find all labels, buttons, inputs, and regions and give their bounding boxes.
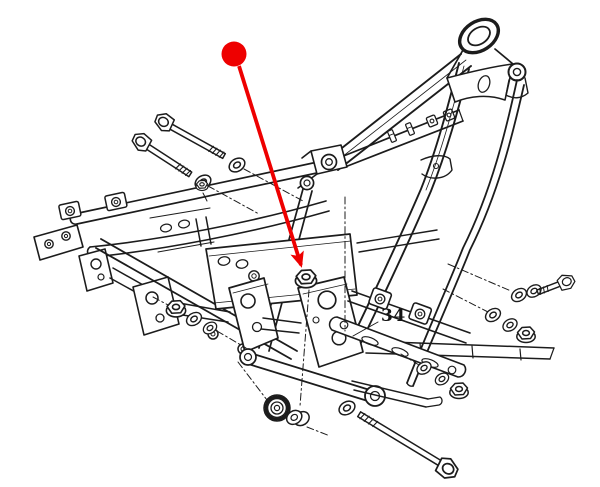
pivot-tube: [239, 348, 386, 407]
nut-right: [516, 326, 536, 344]
lock-washer-right: [508, 285, 530, 305]
small-stud: [195, 179, 209, 192]
down-tube: [345, 62, 470, 354]
part-label-leader: [352, 321, 379, 337]
long-bolt-bottom: [356, 411, 463, 484]
seat-rails: [33, 108, 464, 261]
washer-long-bolt-bottom: [335, 397, 359, 419]
red-dot-marker: [221, 41, 247, 67]
red-arrow: [237, 65, 304, 268]
annotation-overlay: [221, 41, 304, 268]
washer-upper-1: [225, 154, 249, 176]
target-nut: [294, 269, 318, 289]
head-tube: [446, 17, 529, 103]
washer-right-3: [499, 315, 521, 335]
part-number-label: 34: [381, 306, 406, 326]
spacer-bushing: [285, 409, 310, 427]
long-bolt-upper-1: [151, 109, 227, 160]
serrated-adjuster-cap: [263, 394, 291, 422]
short-bolt-right: [536, 271, 578, 296]
long-bolt-upper-2: [128, 129, 193, 178]
small-stud-leader: [202, 192, 208, 202]
nut-bottom-right: [449, 382, 469, 400]
washer-lower-left-1: [183, 309, 205, 329]
footrest-bar: [328, 316, 467, 378]
bottom-right-rails: [328, 287, 555, 408]
washer-right-2: [482, 305, 504, 325]
frame-drawing: [33, 17, 578, 484]
backbone-tube: [297, 53, 472, 191]
right-rail-tube: [406, 79, 525, 387]
nut-lower-left: [165, 299, 187, 318]
leader-lines: [152, 168, 512, 437]
